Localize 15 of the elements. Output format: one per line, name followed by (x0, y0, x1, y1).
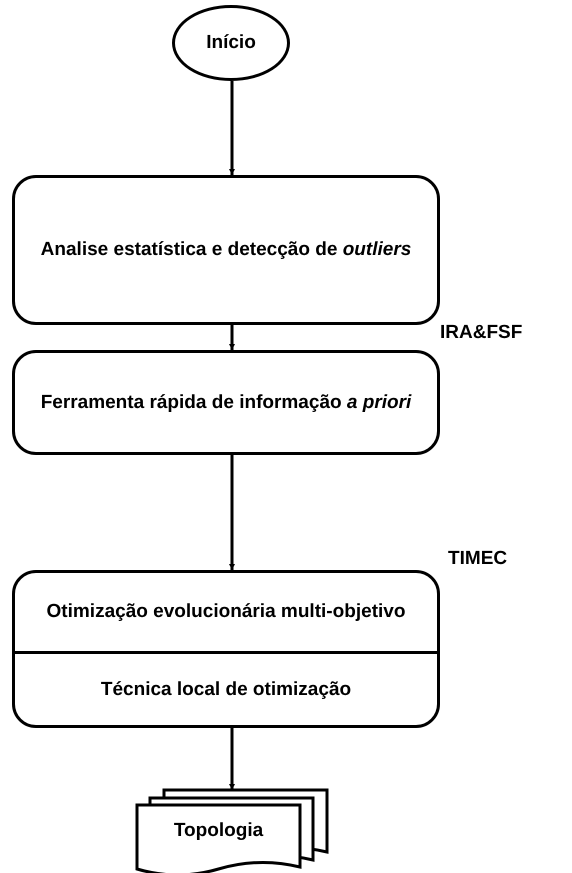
node-text: Otimização evolucionária multi-objetivo (46, 600, 406, 624)
node-text: Analise estatística e detecção de outliers (40, 238, 412, 262)
node-text: Ferramenta rápida de informação a priori (40, 390, 412, 415)
arrow (229, 728, 235, 790)
process-box (12, 350, 440, 455)
node-text: Início (206, 31, 256, 56)
arrow (229, 81, 235, 175)
arrow (229, 455, 235, 570)
node-text: Topologia (172, 820, 264, 842)
process-box (12, 570, 440, 728)
annotation-label: IRA&FSF (440, 322, 522, 344)
arrow (229, 325, 235, 350)
process-box (12, 175, 440, 325)
annotation-label: TIMEC (448, 548, 508, 570)
node-text: Técnica local de otimização (100, 678, 352, 702)
